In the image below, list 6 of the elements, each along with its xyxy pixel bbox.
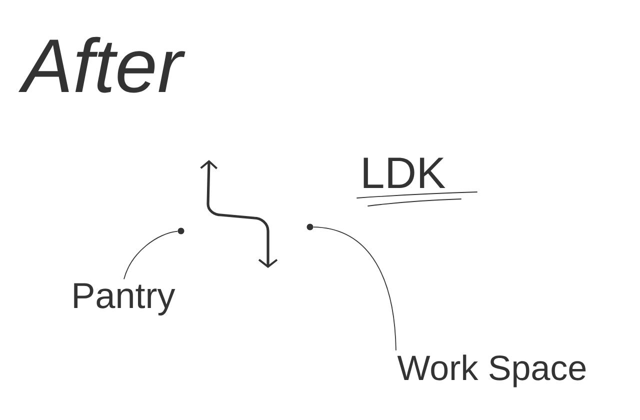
room-label: LDK [364,158,446,188]
title: After [18,36,186,93]
area-label: Work Space [397,354,586,388]
leader-line [313,226,396,351]
leader-line [124,230,178,280]
area-label: Pantry [74,283,176,316]
